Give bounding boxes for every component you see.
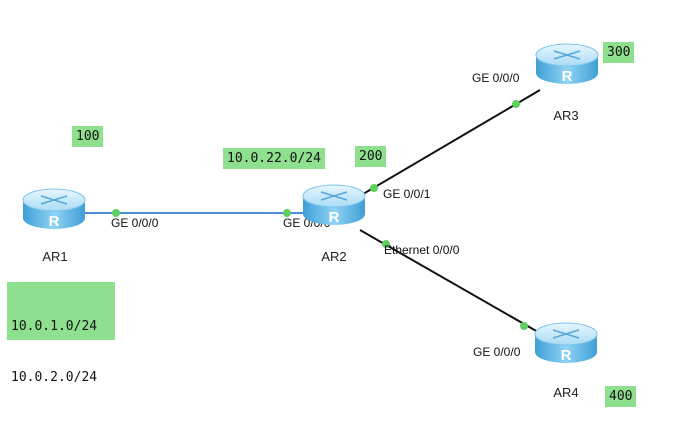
note-as-ar3[interactable]: 300 [603,42,635,63]
router-ar3[interactable]: R [535,43,599,85]
port-dot-ar1-ge000 [112,209,120,217]
port-dot-ar2-eth000 [382,240,390,248]
link-ar2-ar3[interactable] [357,89,541,198]
router-label-ar1: AR1 [42,249,67,264]
router-arrows-icon [552,329,580,339]
port-label-ar3-ge000: GE 0/0/0 [472,71,520,85]
router-arrows-icon [40,195,68,205]
network-line-1: 10.0.1.0/24 [11,319,98,334]
port-label-ar4-ge000: GE 0/0/0 [473,345,521,359]
router-glyph: R [49,213,60,230]
link-ar2-ar4[interactable] [359,229,539,333]
router-arrows-icon [320,191,348,201]
port-dot-ar3-ge000 [512,100,520,108]
port-dot-ar4-ge000 [520,322,528,330]
port-dot-ar2-ge001 [370,184,378,192]
router-glyph: R [562,68,573,85]
port-label-ar1-ge000: GE 0/0/0 [111,216,159,230]
note-as-ar4[interactable]: 400 [605,386,637,407]
note-subnet-ar1-ar2[interactable]: 10.0.22.0/24 [223,148,325,169]
note-as-ar2[interactable]: 200 [355,146,387,167]
router-label-ar4: AR4 [553,385,578,400]
port-dot-ar2-ge000 [283,209,291,217]
router-glyph: R [329,209,340,226]
router-ar1[interactable]: R [22,188,86,230]
port-label-ar2-ge001: GE 0/0/1 [383,187,431,201]
network-line-2: 10.0.2.0/24 [11,370,98,385]
router-arrows-icon [553,50,581,60]
router-label-ar3: AR3 [553,108,578,123]
note-ar1-networks[interactable]: 10.0.1.0/24 10.0.2.0/24 [7,282,115,385]
router-label-ar2: AR2 [321,249,346,264]
port-label-ar2-eth000: Ethernet 0/0/0 [384,243,460,257]
router-ar2[interactable]: R [302,184,366,226]
note-as-ar1[interactable]: 100 [72,126,104,147]
router-ar4[interactable]: R [534,322,598,364]
router-glyph: R [561,347,572,364]
